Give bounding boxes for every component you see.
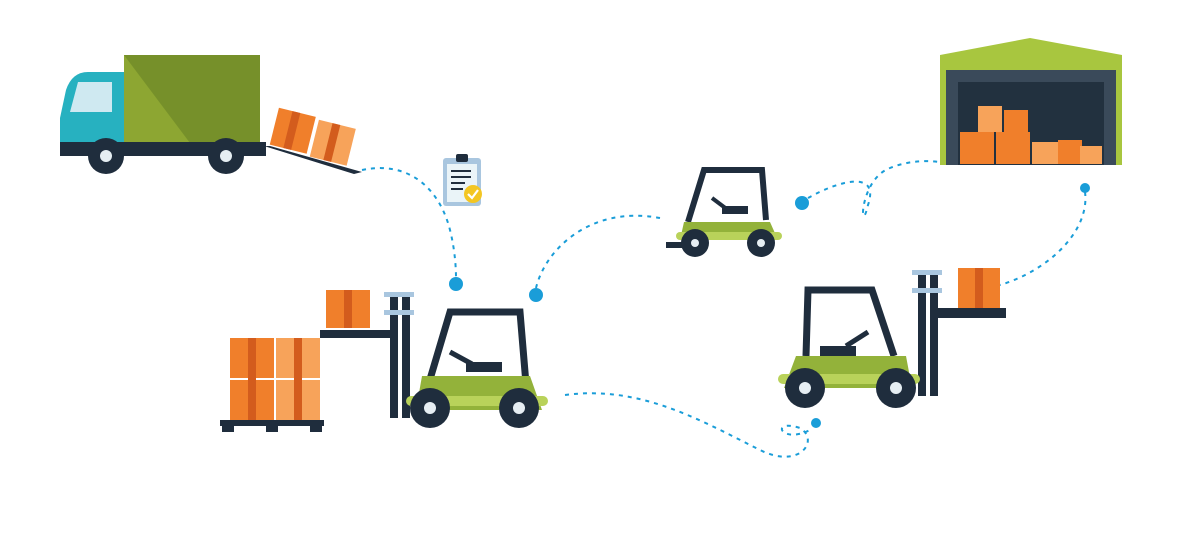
truck-cargo-shadow <box>124 55 260 143</box>
route-markers <box>449 183 1090 428</box>
warehouse-boxes <box>960 106 1102 164</box>
truck-wheel-rear-hub <box>220 150 232 162</box>
truck-wheel-front-hub <box>100 150 112 162</box>
route-dot <box>529 288 543 302</box>
route-dot <box>811 418 821 428</box>
truck-ramp <box>264 146 362 174</box>
route-dot <box>449 277 463 291</box>
cardboard-box-icon <box>1080 146 1102 164</box>
route-forklift-to-small-forklift <box>535 214 661 289</box>
route-warehouse-to-forklift <box>999 191 1087 286</box>
route-dot <box>1080 183 1090 193</box>
cardboard-box-icon <box>978 106 1002 132</box>
cardboard-box-icon <box>309 119 356 166</box>
route-forklift-to-forklift-bottom <box>564 392 811 458</box>
check-badge-icon <box>464 185 482 203</box>
cardboard-box-icon <box>960 132 994 164</box>
wooden-pallet-icon <box>220 420 324 432</box>
delivery-truck-icon <box>60 55 362 174</box>
forklift-icon <box>666 167 782 257</box>
truck-window <box>70 82 112 112</box>
warehouse-icon <box>940 38 1122 165</box>
dashed-route-lines <box>361 160 1087 458</box>
cardboard-box-icon <box>269 107 316 154</box>
route-dot <box>795 196 809 210</box>
route-truck-to-forklift <box>361 167 457 279</box>
forklift-icon <box>778 268 1006 408</box>
route-small-forklift-to-warehouse <box>807 160 946 217</box>
clipboard-checklist-icon <box>443 154 482 206</box>
cardboard-box-icon <box>1004 110 1028 132</box>
forklift-cage <box>685 167 769 223</box>
cardboard-box-icon <box>1058 140 1082 164</box>
forklift-icon <box>220 290 548 432</box>
cardboard-box-icon <box>996 132 1030 164</box>
cardboard-box-icon <box>1032 142 1058 164</box>
